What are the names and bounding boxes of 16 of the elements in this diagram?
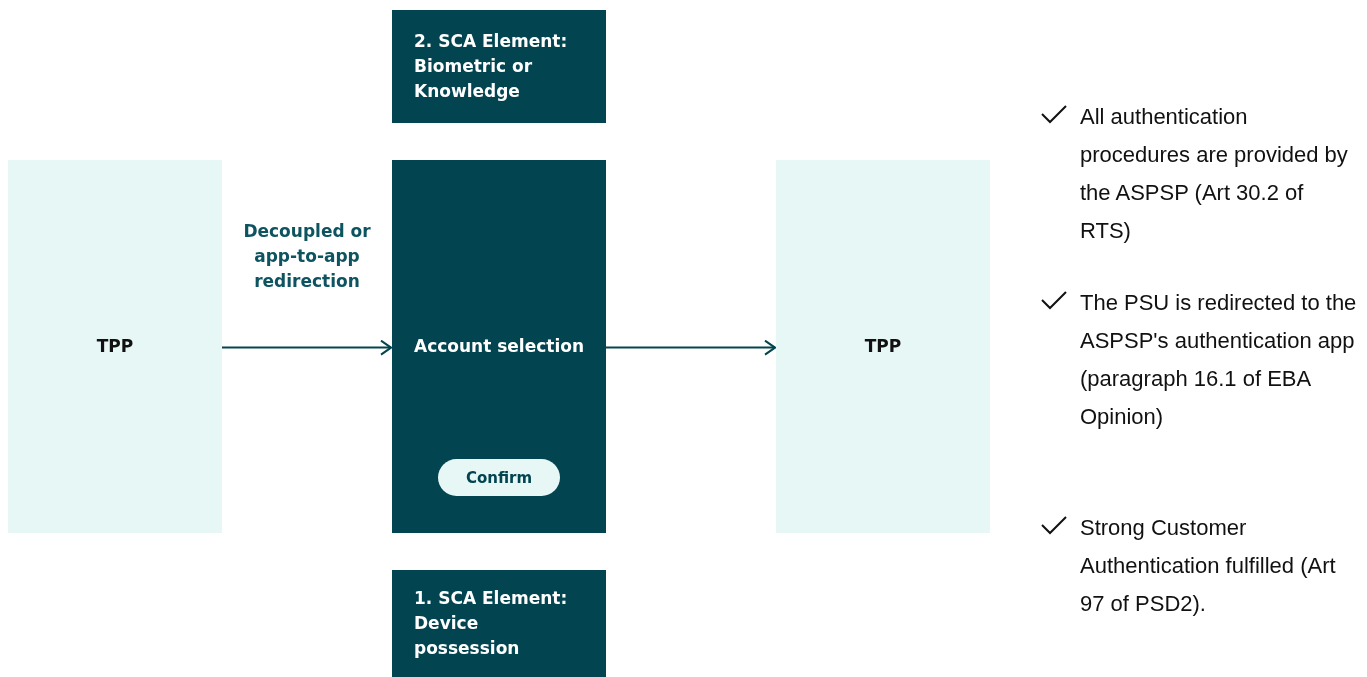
box-text: TPP bbox=[96, 335, 134, 358]
box-text: Account selection bbox=[413, 335, 585, 358]
process-box bbox=[392, 570, 606, 677]
process-box bbox=[392, 10, 606, 123]
bullet-text: Strong Customer Authentication fulfilled (Art 97 of PSD2). bbox=[1080, 514, 1337, 618]
process-box bbox=[392, 160, 606, 533]
bullet-text: The PSU is redirected to the ASPSP's authentication app (paragraph 16.1 of EBA Opinion) bbox=[1080, 289, 1358, 431]
arrow bbox=[605, 339, 776, 356]
confirm-button: Confirm bbox=[438, 459, 560, 496]
box-text: TPP bbox=[864, 335, 902, 358]
process-box bbox=[8, 160, 222, 533]
bullet-text: All authentication procedures are provided by the ASPSP (Art 30.2 of RTS) bbox=[1080, 103, 1349, 245]
arrow bbox=[221, 339, 392, 356]
box-text: 2. SCA Element: Biometric or Knowledge bbox=[414, 30, 569, 103]
process-box bbox=[776, 160, 990, 533]
box-text: 1. SCA Element: Device possession bbox=[414, 587, 569, 660]
